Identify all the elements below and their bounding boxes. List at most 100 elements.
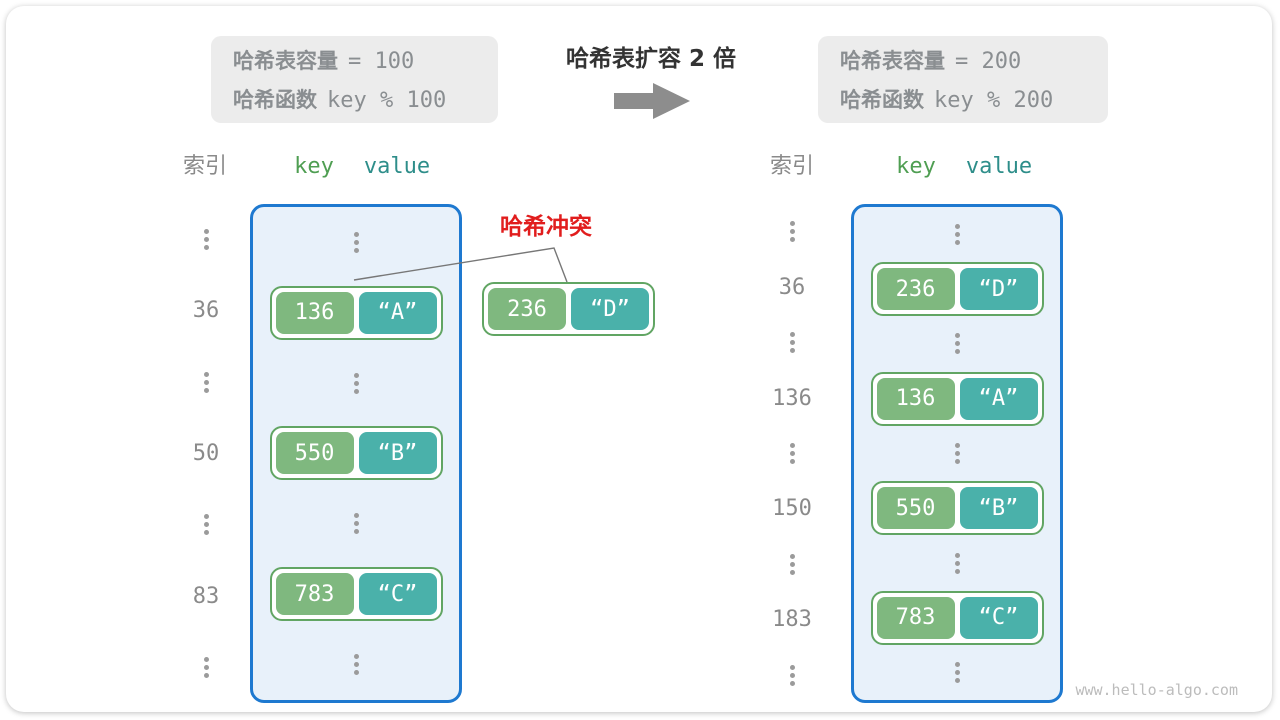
table-row: 783“C” — [253, 559, 459, 629]
capacity-line: 哈希表容量 = 200 — [840, 45, 1090, 75]
key-value-pair: 550“B” — [269, 426, 443, 481]
key-box: 236 — [488, 288, 566, 330]
index-ellipsis — [762, 648, 822, 703]
slot-ellipsis — [253, 348, 459, 418]
index-ellipsis — [176, 489, 236, 560]
capacity-label: 哈希表容量 — [233, 49, 338, 73]
diagram-canvas: 哈希表容量 = 100 哈希函数 key % 100 哈希表扩容 2 倍 哈希表… — [6, 6, 1272, 712]
hash-function-line: 哈希函数 key % 200 — [840, 84, 1090, 114]
hash-table-after: 236“D” 136“A” 550“B” 783“C” — [851, 204, 1063, 703]
ellipsis-dots — [789, 332, 795, 354]
key-value-pair: 783“C” — [870, 590, 1044, 645]
index-label: 183 — [772, 607, 812, 633]
index-column-header: 索引 — [182, 154, 227, 179]
value-column-header: value — [363, 154, 431, 179]
hash-function-line: 哈希函数 key % 100 — [233, 84, 480, 114]
expand-arrow-icon — [614, 83, 690, 119]
index-label: 136 — [772, 385, 812, 411]
index-ellipsis — [762, 315, 822, 370]
table-row: 136“A” — [253, 277, 459, 347]
value-box: “C” — [358, 573, 437, 616]
watermark: www.hello-algo.com — [1075, 681, 1238, 699]
key-box: 136 — [275, 291, 354, 334]
capacity-label: 哈希表容量 — [840, 49, 945, 73]
ellipsis-dots — [203, 229, 209, 251]
index-column-header: 索引 — [769, 154, 814, 179]
hash-function-value: key % 200 — [934, 88, 1054, 113]
value-box: “D” — [571, 288, 649, 330]
slot-ellipsis — [854, 536, 1060, 591]
table-row: 783“C” — [854, 590, 1060, 645]
ellipsis-dots — [353, 372, 359, 394]
hash-function-label: 哈希函数 — [840, 88, 924, 112]
ellipsis-dots — [954, 333, 960, 355]
value-column-header: value — [965, 154, 1033, 179]
index-ellipsis — [176, 347, 236, 418]
capacity-value: = 100 — [348, 49, 415, 74]
capacity-before-box: 哈希表容量 = 100 哈希函数 key % 100 — [211, 36, 498, 123]
value-box: “B” — [959, 487, 1038, 530]
key-column-header: key — [896, 154, 936, 179]
index-label: 36 — [778, 274, 806, 300]
key-box: 550 — [275, 432, 354, 475]
ellipsis-dots — [954, 443, 960, 465]
index-column-right: 36 136 150 183 — [762, 204, 822, 703]
value-box: “A” — [959, 377, 1038, 420]
hash-table-before: 136“A” 550“B” 783“C” — [250, 204, 462, 703]
ellipsis-dots — [353, 513, 359, 535]
value-box: “C” — [959, 596, 1038, 639]
index-label: 36 — [192, 298, 220, 324]
slot-ellipsis — [854, 645, 1060, 700]
ellipsis-dots — [954, 662, 960, 684]
index-ellipsis — [762, 204, 822, 259]
index-label: 83 — [192, 583, 220, 609]
index-ellipsis — [762, 537, 822, 592]
ellipsis-dots — [789, 553, 795, 575]
key-value-pair: 783“C” — [269, 567, 443, 622]
key-column-header: key — [294, 154, 334, 179]
key-box: 550 — [876, 487, 955, 530]
key-value-pair: 236“D” — [870, 262, 1044, 317]
index-label: 50 — [192, 440, 220, 466]
ellipsis-dots — [203, 371, 209, 393]
hash-collision-label: 哈希冲突 — [500, 214, 592, 240]
slot-ellipsis — [253, 630, 459, 700]
key-box: 236 — [876, 268, 955, 311]
index-column-left: 36 50 83 — [176, 204, 236, 703]
table-row: 550“B” — [253, 418, 459, 488]
table-row: 136“A” — [854, 371, 1060, 426]
key-box: 136 — [876, 377, 955, 420]
index-ellipsis — [176, 632, 236, 703]
slot-ellipsis — [854, 426, 1060, 481]
collision-key-value-pair: 236 “D” — [482, 282, 655, 336]
value-box: “A” — [358, 291, 437, 334]
key-value-pair: 136“A” — [269, 285, 443, 340]
table-row: 236“D” — [854, 262, 1060, 317]
ellipsis-dots — [954, 552, 960, 574]
ellipsis-dots — [789, 221, 795, 243]
hash-function-value: key % 100 — [327, 88, 447, 113]
key-box: 783 — [876, 596, 955, 639]
capacity-line: 哈希表容量 = 100 — [233, 45, 480, 75]
key-value-pair: 136“A” — [870, 371, 1044, 426]
index-label: 150 — [772, 496, 812, 522]
ellipsis-dots — [353, 231, 359, 253]
index-ellipsis — [176, 204, 236, 275]
value-box: “B” — [358, 432, 437, 475]
index-ellipsis — [762, 426, 822, 481]
key-box: 783 — [275, 573, 354, 616]
slot-ellipsis — [253, 207, 459, 277]
expand-title: 哈希表扩容 2 倍 — [565, 46, 737, 72]
value-box: “D” — [959, 268, 1038, 311]
slot-ellipsis — [854, 207, 1060, 262]
ellipsis-dots — [203, 656, 209, 678]
ellipsis-dots — [203, 514, 209, 536]
key-value-pair: 550“B” — [870, 481, 1044, 536]
slot-ellipsis — [253, 489, 459, 559]
ellipsis-dots — [789, 664, 795, 686]
slot-ellipsis — [854, 317, 1060, 372]
capacity-value: = 200 — [955, 49, 1022, 74]
hash-function-label: 哈希函数 — [233, 88, 317, 112]
ellipsis-dots — [789, 442, 795, 464]
ellipsis-dots — [353, 654, 359, 676]
